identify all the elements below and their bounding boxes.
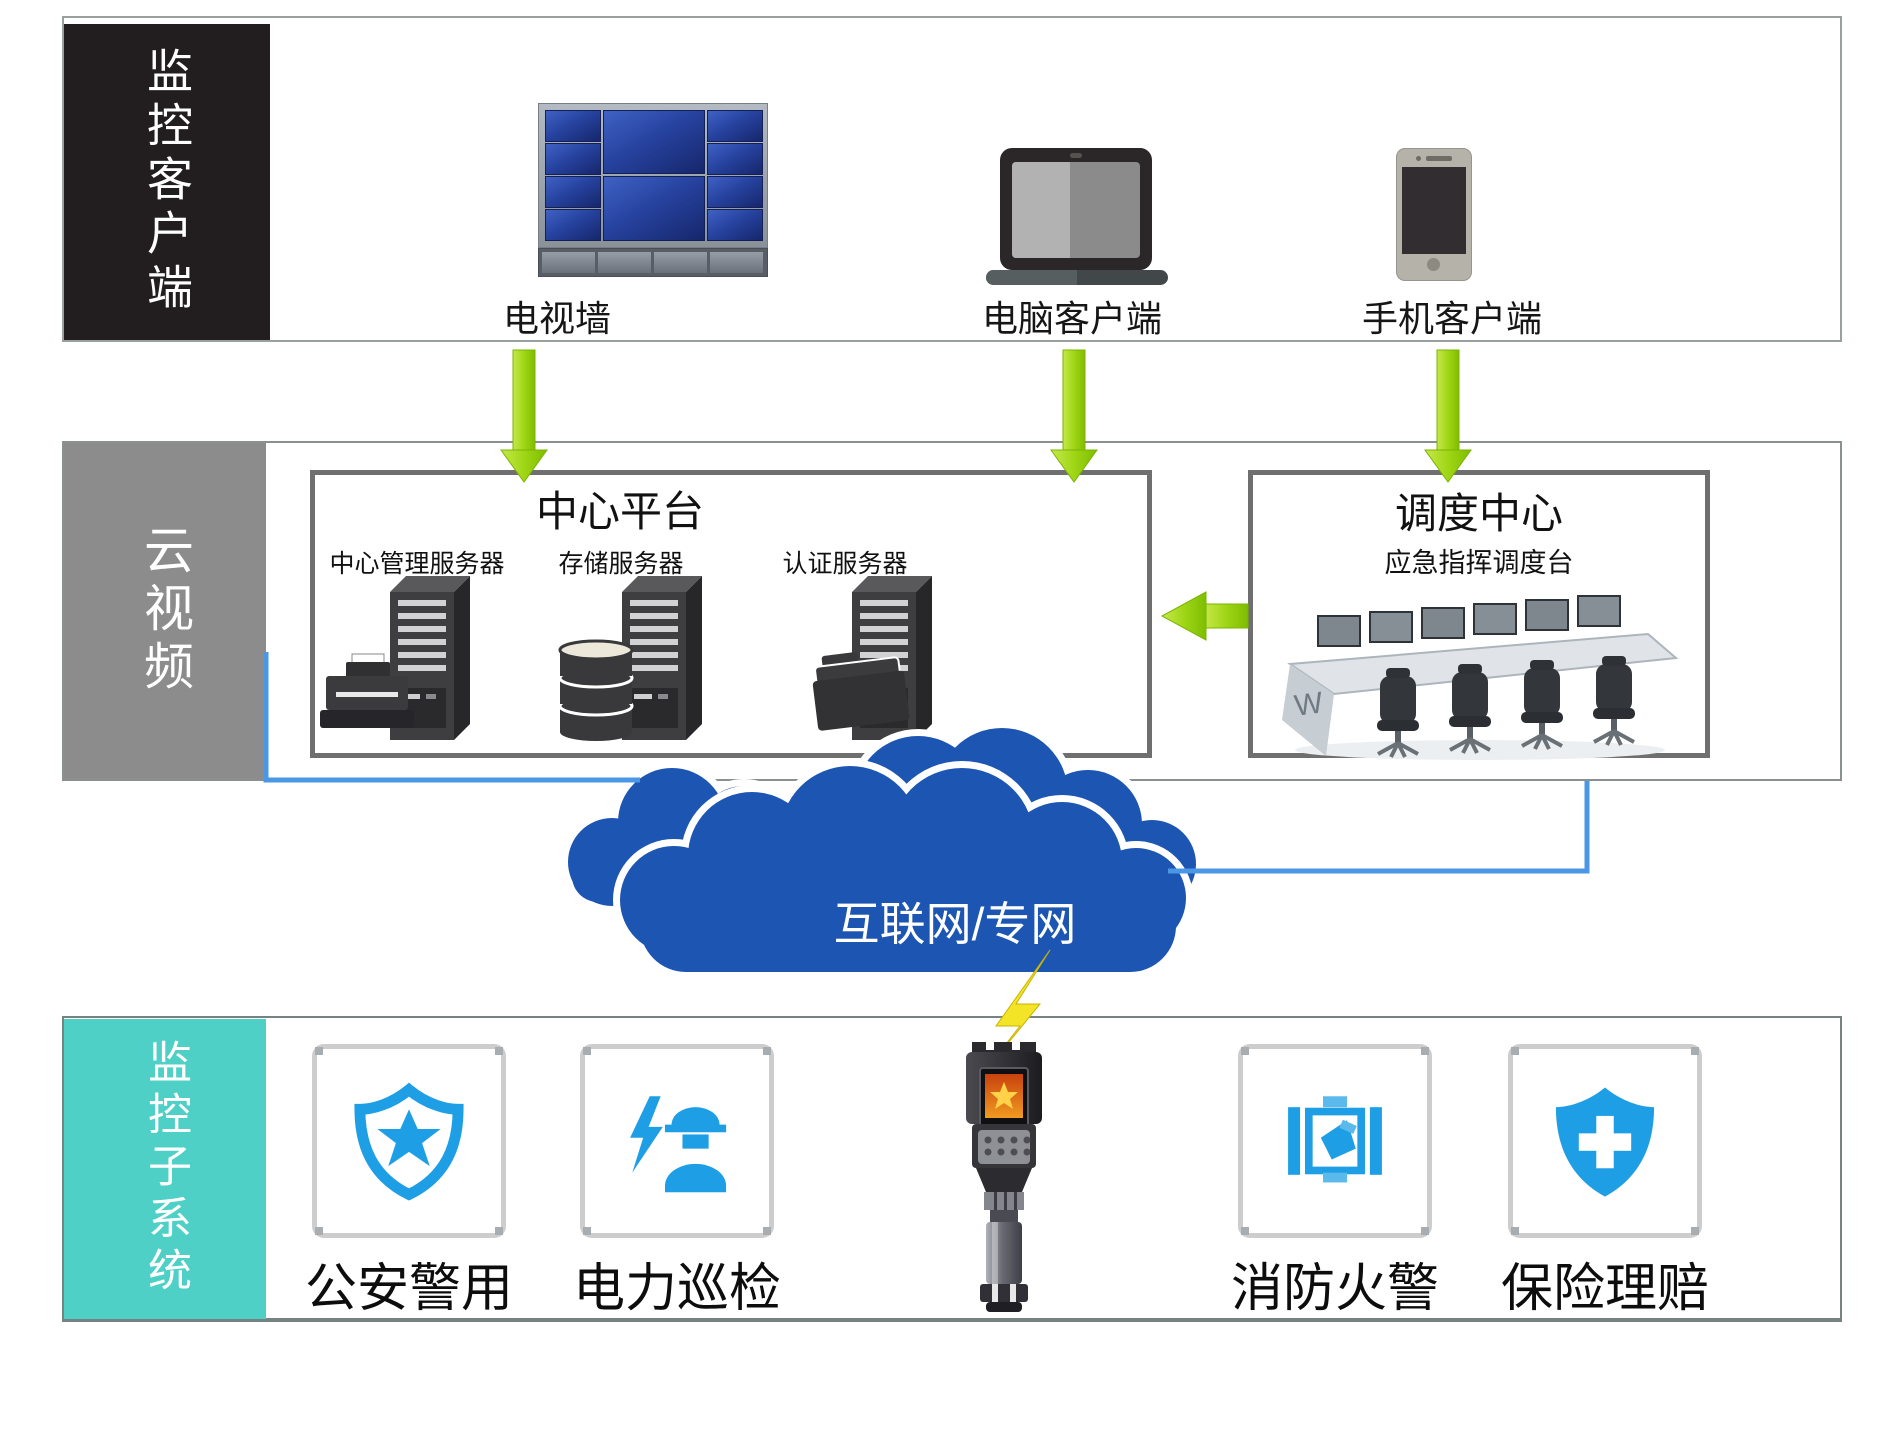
power-patrol-worker-icon <box>630 1096 727 1193</box>
insurance-icon-box <box>1508 1044 1702 1238</box>
tv-screen <box>545 176 601 208</box>
dispatch-center-title: 调度中心 <box>1394 490 1563 537</box>
connector-dispatch-to-cloud <box>1168 781 1590 874</box>
internet-cloud-label: 互联网/专网 <box>833 898 1077 950</box>
phone-display <box>1402 167 1466 254</box>
center-platform-title: 中心平台 <box>535 488 704 535</box>
tv-wall-icon <box>538 103 768 248</box>
power-patrol-label: 电力巡检 <box>572 1260 781 1318</box>
tv-wall-stand <box>538 248 768 277</box>
insurance-shield-cross-icon <box>1555 1087 1655 1197</box>
fire-alarm-icon-box <box>1238 1044 1432 1238</box>
laptop-display <box>1012 162 1140 258</box>
management-server-label: 中心管理服务器 <box>329 550 505 578</box>
dispatch-center-subtitle: 应急指挥调度台 <box>1384 548 1574 578</box>
laptop-camera-dot <box>1070 153 1082 158</box>
phone-home-button <box>1427 258 1440 271</box>
tv-screen <box>707 209 763 241</box>
tv-screen <box>545 209 601 241</box>
subsystems-band-label: 监控子系统 <box>141 1039 190 1299</box>
insurance-label: 保险理赔 <box>1500 1260 1709 1318</box>
tv-screen <box>707 176 763 208</box>
tv-screen-large <box>603 176 705 241</box>
power-patrol-icon-box <box>580 1044 774 1238</box>
phone-earpiece <box>1426 156 1452 161</box>
clients-band <box>62 16 1842 342</box>
mobile-client-label: 手机客户端 <box>1361 298 1542 339</box>
tv-wall-label: 电视墙 <box>502 298 611 339</box>
tv-screen <box>545 143 601 175</box>
pc-client-label: 电脑客户端 <box>981 298 1162 339</box>
clients-band-label-column: 监控客户端 <box>64 24 270 340</box>
tv-screen <box>707 143 763 175</box>
fire-alarm-label: 消防火警 <box>1230 1260 1439 1318</box>
police-shield-star-icon <box>354 1082 464 1201</box>
tv-screen-large <box>603 110 705 174</box>
subsystems-band-label-column: 监控子系统 <box>64 1019 266 1319</box>
police-label: 公安警用 <box>304 1260 513 1318</box>
fire-alarm-icon <box>1288 1096 1382 1183</box>
clients-band-label: 监控客户端 <box>141 47 193 317</box>
cloud-band-label: 云视频 <box>137 524 193 698</box>
police-icon-box <box>312 1044 506 1238</box>
tv-screen <box>707 110 763 142</box>
auth-server-label: 认证服务器 <box>782 550 908 578</box>
phone-camera-dot <box>1416 156 1421 161</box>
tv-screen <box>545 110 601 142</box>
cloud-band-label-column: 云视频 <box>64 443 266 779</box>
storage-server-label: 存储服务器 <box>558 550 684 578</box>
